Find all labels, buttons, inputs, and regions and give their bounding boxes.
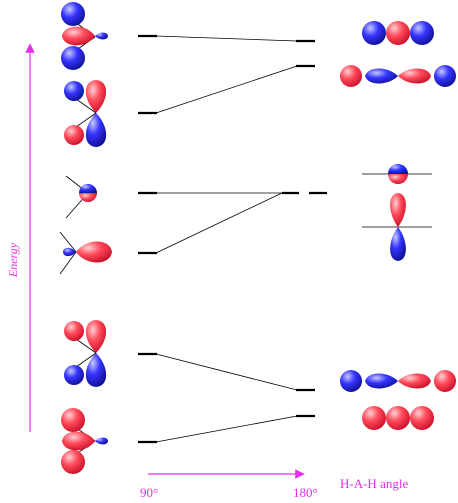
energy-levels — [138, 34, 327, 444]
linear-orbital-5 — [340, 65, 456, 87]
linear-orbital-1 — [362, 406, 434, 430]
bent-orbital-2 — [64, 320, 107, 387]
energy-axis: Energy — [6, 43, 35, 432]
angle-axis: 90° 180° H-A-H angle — [140, 469, 408, 500]
bent-orbital-6 — [61, 2, 108, 70]
energy-label: Energy — [6, 242, 20, 278]
correlation-line-3 — [155, 192, 283, 254]
linear-orbital-4 — [362, 164, 432, 184]
axis-title: H-A-H angle — [340, 476, 408, 491]
bent-orbital-1 — [61, 408, 108, 474]
correlation-line-6 — [155, 35, 298, 42]
angle-180-label: 180° — [293, 485, 318, 500]
bent-orbital-4 — [65, 175, 97, 219]
correlation-lines — [155, 35, 298, 443]
bent-orbital-5 — [64, 80, 107, 147]
correlation-line-5 — [155, 65, 298, 114]
correlation-line-1 — [155, 415, 298, 443]
linear-orbital-3 — [362, 193, 432, 261]
linear-orbital-2 — [340, 370, 456, 392]
bent-orbital-3 — [59, 231, 112, 275]
correlation-line-2 — [155, 353, 298, 391]
angle-90-label: 90° — [140, 485, 158, 500]
linear-orbital-6 — [362, 21, 434, 45]
